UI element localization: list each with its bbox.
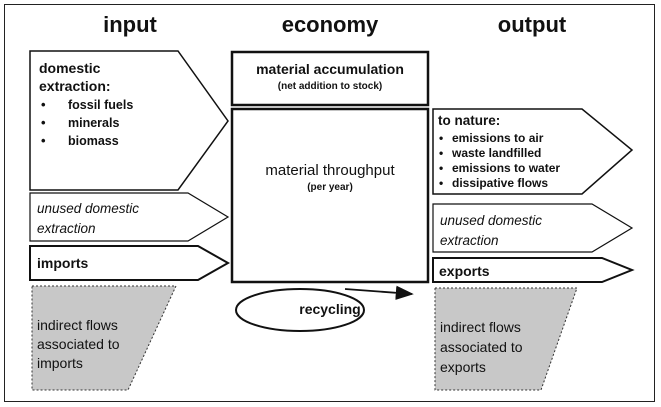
header-input: input	[103, 12, 157, 37]
material-accumulation-box: material accumulation (net addition to s…	[230, 50, 430, 107]
header-economy: economy	[282, 12, 379, 37]
exports-arrow: exports	[432, 257, 635, 283]
accumulation-title: material accumulation	[256, 61, 404, 77]
output-item-emissions-air: emissions to air	[452, 131, 544, 145]
indirect-imports-line-2: associated to	[37, 336, 120, 352]
indirect-imports-line-3: imports	[37, 355, 83, 371]
output-item-waste-landfilled: waste landfilled	[451, 146, 541, 160]
input-item-biomass: biomass	[68, 134, 119, 148]
bullet-icon: •	[439, 161, 443, 175]
exports-label: exports	[439, 263, 490, 279]
to-nature-title: to nature:	[438, 113, 500, 128]
input-item-minerals: minerals	[68, 116, 119, 130]
bullet-icon: •	[439, 176, 443, 190]
indirect-imports-line-1: indirect flows	[37, 317, 118, 333]
header-output: output	[498, 12, 567, 37]
domestic-extraction-title-1: domestic	[39, 60, 101, 76]
recycling-loop: recycling	[235, 285, 414, 332]
bullet-icon: •	[439, 131, 443, 145]
indirect-exports-line-3: exports	[440, 359, 486, 375]
to-nature-arrow: to nature: • emissions to air • waste la…	[432, 108, 634, 195]
unused-domestic-extraction-input-arrow: unused domestic extraction	[29, 192, 230, 242]
indirect-exports-line-2: associated to	[440, 339, 523, 355]
indirect-flows-exports-box: indirect flows associated to exports	[434, 287, 578, 391]
bullet-icon: •	[439, 146, 443, 160]
throughput-subtitle: (per year)	[307, 182, 353, 193]
bullet-icon: •	[41, 97, 46, 112]
bullet-icon: •	[41, 133, 46, 148]
domestic-extraction-arrow: domestic extraction: • fossil fuels • mi…	[29, 50, 229, 191]
output-item-emissions-water: emissions to water	[452, 161, 560, 175]
domestic-extraction-title-2: extraction:	[39, 78, 111, 94]
indirect-exports-line-1: indirect flows	[440, 319, 521, 335]
recycling-arrow-icon	[344, 285, 414, 300]
unused-output-line-2: extraction	[440, 233, 499, 248]
throughput-title: material throughput	[265, 162, 395, 179]
input-item-fossil-fuels: fossil fuels	[68, 98, 133, 112]
unused-output-line-1: unused domestic	[440, 213, 542, 228]
output-item-dissipative-flows: dissipative flows	[452, 176, 548, 190]
material-throughput-box: material throughput (per year)	[230, 107, 430, 284]
accumulation-subtitle: (net addition to stock)	[278, 81, 382, 92]
recycling-label: recycling	[299, 301, 360, 317]
unused-domestic-extraction-output-arrow: unused domestic extraction	[432, 203, 634, 253]
unused-input-line-2: extraction	[37, 221, 96, 236]
imports-arrow: imports	[29, 245, 231, 281]
indirect-flows-imports-box: indirect flows associated to imports	[31, 285, 177, 391]
bullet-icon: •	[41, 115, 46, 130]
imports-label: imports	[37, 255, 89, 271]
unused-input-line-1: unused domestic	[37, 201, 139, 216]
